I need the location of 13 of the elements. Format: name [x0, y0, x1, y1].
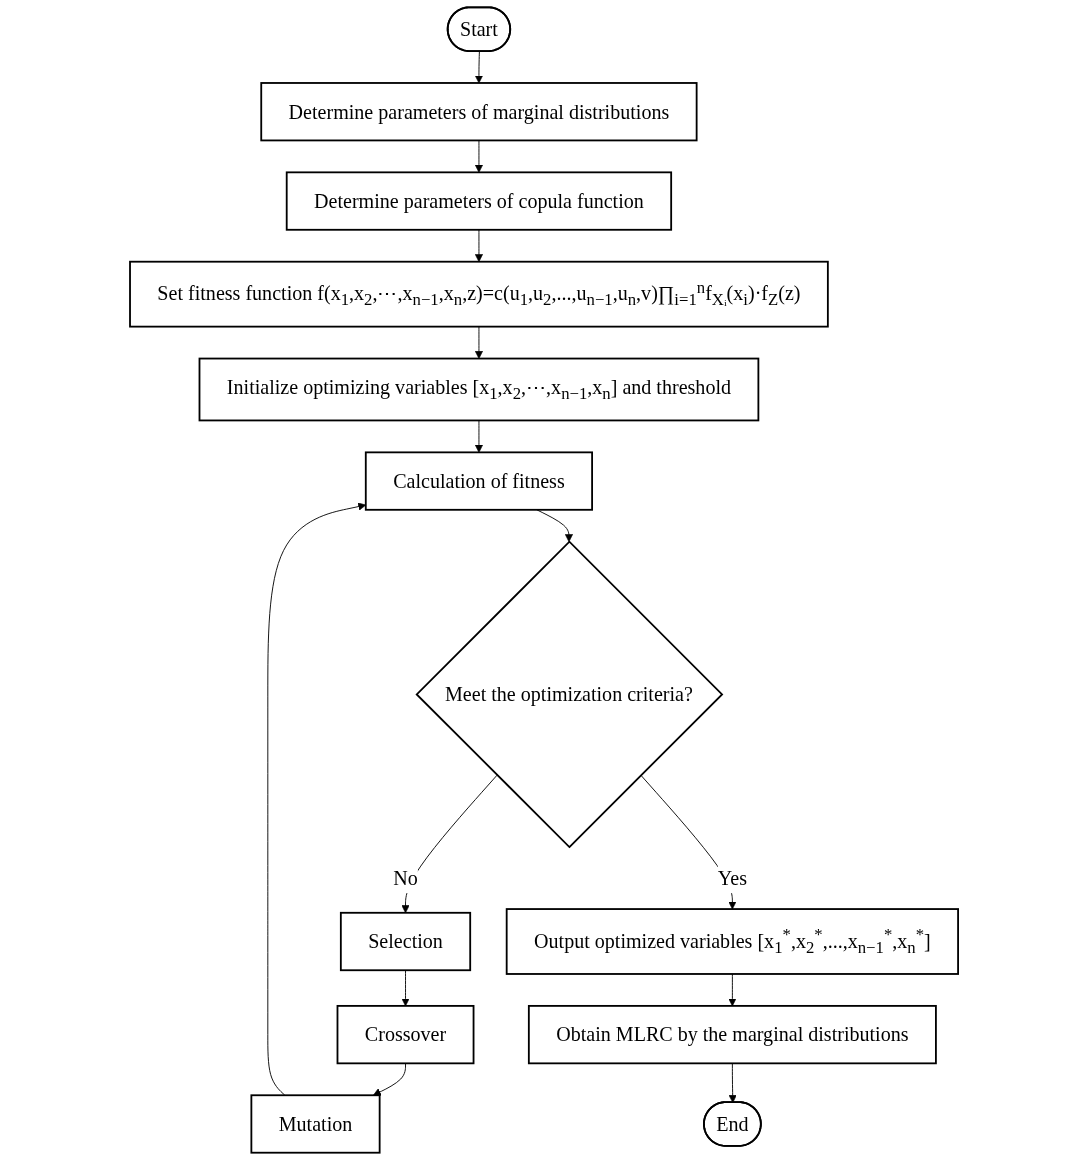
- node-box: Set fitness function f(x$_{1}$,x$_{2}$,⋯,x$_{n−1}$,x$_{n}$,z)=c(u$_{1}$,u$_{2}$,...,u$_{n−1}$,u$_{n}$,v)∏$_{i=1}$$^{n}$f$_{Xᵢ}$(x$_{i}$)·f$_{Z}$(z): [129, 260, 830, 328]
- node-box: Initialize optimizing variables [x$_{1}$,x$_{2}$,⋯,x$_{n−1}$,x$_{n}$] and threshold: [199, 357, 760, 422]
- node-box: Calculation of fitness: [365, 451, 594, 511]
- node-box: Output optimized variables [x$_{1}$$^{*}$,x$_{2}$$^{*}$,...,x$_{n−1}$$^{*}$,x$_{n}$$^{*}$]: [506, 908, 960, 975]
- node-diamond: Meet the optimization criteria?: [415, 540, 724, 849]
- node-box: Obtain MLRC by the marginal distributions: [528, 1005, 938, 1065]
- node-box: Crossover: [337, 1005, 475, 1065]
- node-box: Determine parameters of copula function: [286, 171, 673, 231]
- node-box: Selection: [340, 911, 472, 972]
- node-box: Mutation: [250, 1094, 381, 1154]
- edge-label: Yes: [718, 866, 748, 890]
- node-box: Determine parameters of marginal distributions: [260, 82, 698, 142]
- edge-label: No: [393, 866, 419, 890]
